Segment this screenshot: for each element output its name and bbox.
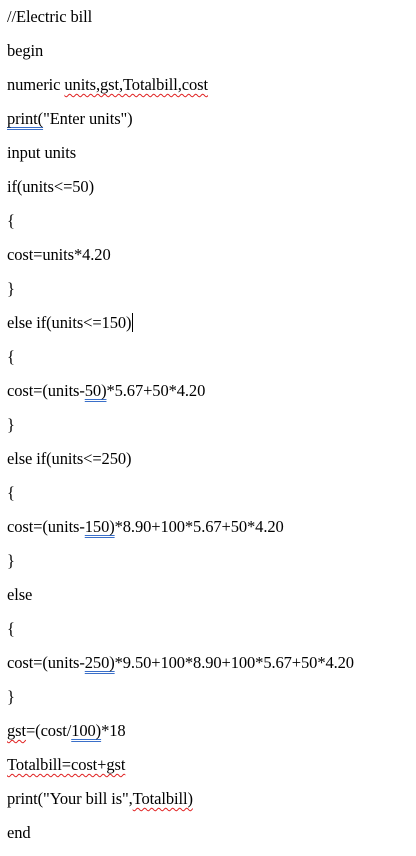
code-text: else if(units<=250) <box>7 449 132 468</box>
code-line: cost=(units-250)*9.50+100*8.90+100*5.67+… <box>7 652 412 686</box>
code-line: numeric units,gst,Totalbill,cost <box>7 74 412 108</box>
code-text: } <box>7 687 15 706</box>
code-text: print("Your bill is", <box>7 789 133 808</box>
code-text: } <box>7 279 15 298</box>
code-line: print("Enter units") <box>7 108 412 142</box>
code-text: cost=(units- <box>7 517 85 536</box>
spelling-flagged-text: Totalbill=cost+gst <box>7 755 126 774</box>
code-text: cost=(units- <box>7 381 85 400</box>
code-line: if(units<=50) <box>7 176 412 210</box>
code-text: *9.50+100*8.90+100*5.67+50*4.20 <box>114 653 354 672</box>
code-line: } <box>7 686 412 720</box>
code-text: } <box>7 415 15 434</box>
code-text: begin <box>7 41 44 60</box>
code-text: cost=units*4.20 <box>7 245 111 264</box>
code-line: cost=(units-150)*8.90+100*5.67+50*4.20 <box>7 516 412 550</box>
code-text: *8.90+100*5.67+50*4.20 <box>114 517 284 536</box>
code-line: end <box>7 822 412 856</box>
code-line: } <box>7 550 412 584</box>
code-line: } <box>7 278 412 312</box>
code-text: input units <box>7 143 77 162</box>
code-line: cost=units*4.20 <box>7 244 412 278</box>
code-text: else <box>7 585 33 604</box>
spelling-flagged-text: Totalbill) <box>132 789 193 808</box>
code-text: { <box>7 211 15 230</box>
code-line: gst=(cost/100)*18 <box>7 720 412 754</box>
code-text: end <box>7 823 31 842</box>
code-text: { <box>7 619 15 638</box>
code-text: *5.67+50*4.20 <box>106 381 206 400</box>
grammar-flagged-text: 250) <box>84 653 115 672</box>
code-line: { <box>7 210 412 244</box>
code-line: print("Your bill is",Totalbill) <box>7 788 412 822</box>
code-text: numeric <box>7 75 65 94</box>
grammar-flagged-text: 150) <box>84 517 115 536</box>
code-text: //Electric bill <box>7 7 93 26</box>
code-line: } <box>7 414 412 448</box>
code-line: else if(units<=250) <box>7 448 412 482</box>
code-line: else if(units<=150) <box>7 312 412 346</box>
code-line: { <box>7 618 412 652</box>
spelling-flagged-text: gst <box>7 721 26 740</box>
code-line: else <box>7 584 412 618</box>
code-line: cost=(units-50)*5.67+50*4.20 <box>7 380 412 414</box>
grammar-flagged-text: 100) <box>71 721 102 740</box>
code-text: "Enter units") <box>43 109 133 128</box>
code-text: *18 <box>101 721 126 740</box>
code-line: input units <box>7 142 412 176</box>
code-text: { <box>7 347 15 366</box>
text-cursor <box>132 313 134 332</box>
code-line: { <box>7 482 412 516</box>
code-text: { <box>7 483 15 502</box>
document-body[interactable]: //Electric bill begin numeric units,gst,To… <box>7 6 412 856</box>
code-text: if(units<=50) <box>7 177 94 196</box>
code-text: cost=(units- <box>7 653 85 672</box>
code-line: Totalbill=cost+gst <box>7 754 412 788</box>
code-text: } <box>7 551 15 570</box>
grammar-flagged-text: 50) <box>84 381 107 400</box>
code-text: else if(units<=150) <box>7 313 132 332</box>
code-line: begin <box>7 40 412 74</box>
grammar-flagged-text: print( <box>7 109 44 128</box>
code-line: //Electric bill <box>7 6 412 40</box>
code-line: { <box>7 346 412 380</box>
spelling-flagged-text: units,gst,Totalbill,cost <box>64 75 208 94</box>
code-text: =(cost/ <box>25 721 72 740</box>
